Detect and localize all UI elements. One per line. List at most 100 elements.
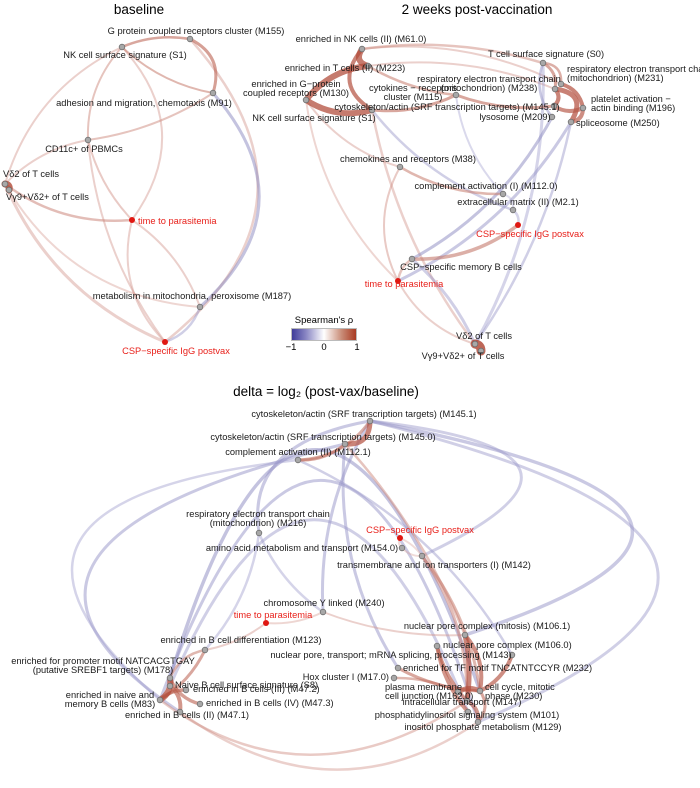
node-label: memory B cells (M83): [65, 699, 155, 709]
correlation-edge: [158, 698, 469, 756]
node-label: Hox cluster I (M17.0): [303, 672, 389, 682]
node-label: spliceosome (M250): [576, 118, 660, 128]
correlation-edge: [131, 219, 201, 308]
module-node-dot: [201, 646, 209, 654]
spearman-legend: Spearman's ρ −1 0 1: [286, 315, 362, 353]
correlation-edge: [410, 257, 477, 346]
correlation-edge: [538, 61, 554, 119]
module-node-dot: [1, 180, 9, 188]
node-label: respiratory electron transport chain: [567, 64, 700, 74]
correlation-edge: [396, 120, 573, 283]
module-node-dot: [255, 529, 263, 537]
correlation-edge: [178, 710, 480, 771]
module-node-dot: [358, 45, 366, 53]
node-label: respiratory electron transport chain: [186, 509, 330, 519]
module-node-dot: [433, 642, 441, 650]
correlation-edge: [163, 305, 202, 344]
phenotype-node-dot: [162, 339, 168, 345]
correlation-edge: [368, 419, 523, 558]
module-node-dot: [408, 255, 416, 263]
correlation-edge: [4, 183, 201, 308]
node-label: nuclear pore complex (M106.0): [443, 640, 572, 650]
node-label: Vγ9+Vδ2+ of T cells: [422, 351, 505, 361]
module-node-dot: [319, 608, 327, 616]
correlation-edge: [410, 223, 520, 261]
correlation-edge: [473, 120, 573, 346]
node-label: cell cycle, mitotic: [485, 682, 555, 692]
legend-title: Spearman's ρ: [294, 315, 354, 326]
correlation-edge: [121, 46, 214, 94]
module-node-dot: [398, 544, 406, 552]
node-label: chemokines and receptors (M38): [340, 154, 476, 164]
node-label: enriched in B cell differentiation (M123…: [160, 635, 321, 645]
node-label: cytoskeleton/actin (SRF transcription ta…: [210, 432, 435, 442]
module-node-dot: [461, 631, 469, 639]
correlation-edge: [126, 219, 166, 343]
module-node-dot: [118, 43, 126, 51]
correlation-edge: [303, 97, 375, 117]
node-label: T cell surface signature (S0): [488, 49, 604, 59]
node-label: chromosome Y linked (M240): [263, 598, 384, 608]
module-node-dot: [196, 700, 204, 708]
node-label: Naive B cell surface signature (S8): [175, 680, 318, 690]
correlation-edge: [86, 46, 123, 141]
module-node-dot: [539, 59, 547, 67]
legend-tick-pos1: 1: [354, 342, 360, 353]
module-node-dot: [476, 687, 484, 695]
node-label: phosphatidylinositol signaling system (M…: [375, 710, 559, 720]
correlation-edge: [305, 99, 401, 168]
node-label: complement activation (II) (M112.1): [225, 447, 371, 457]
node-label: phase (M230): [485, 691, 542, 701]
correlation-edge: [121, 46, 164, 221]
module-node-dot: [341, 440, 349, 448]
correlation-edge: [370, 108, 477, 346]
module-node-dot: [477, 347, 485, 355]
correlation-edge: [158, 479, 480, 724]
node-label: metabolism in mitochondria, peroxisome (…: [93, 291, 291, 301]
node-label: lysosome (M209): [479, 112, 550, 122]
node-label: NK cell surface signature (S1): [63, 50, 187, 60]
module-node-dot: [366, 417, 374, 425]
node-label: (putative SREBF1 targets) (M178): [33, 665, 174, 675]
module-node-dot: [186, 35, 194, 43]
node-label: time to parasitemia: [365, 279, 444, 289]
node-label: enriched in NK cells (II) (M61.0): [296, 34, 427, 44]
node-label: CSP−specific IgG postvax: [366, 525, 474, 535]
node-label: time to parasitemia: [138, 216, 217, 226]
panel-title-baseline: baseline: [114, 2, 164, 17]
correlation-edge: [296, 419, 372, 462]
module-node-dot: [499, 190, 507, 198]
node-label: actin binding (M196): [591, 103, 675, 113]
node-label: enriched in G−protein: [251, 79, 340, 89]
phenotype-node-dot: [395, 278, 401, 284]
module-node-dot: [176, 708, 184, 716]
node-label: (mitochondrion) (M216): [210, 518, 307, 528]
node-label: cluster (M115): [384, 92, 443, 102]
phenotype-node-dot: [397, 535, 403, 541]
node-label: NK cell surface signature (S1): [252, 113, 376, 123]
module-node-dot: [166, 682, 174, 690]
correlation-edge: [198, 91, 261, 309]
correlation-edge: [322, 611, 466, 637]
correlation-edge: [3, 182, 167, 344]
correlation-edge: [204, 622, 267, 651]
module-node-dot: [166, 674, 174, 682]
node-label: enriched in B cells (III) (M47.2): [193, 684, 320, 694]
node-label: cell junction (M162.0): [385, 691, 473, 701]
module-node-dot: [394, 664, 402, 672]
correlation-edge: [4, 46, 123, 185]
correlation-edge: [3, 182, 134, 222]
correlation-edge: [397, 280, 476, 345]
node-label: CSP−specific IgG postvax: [476, 229, 584, 239]
correlation-edge: [83, 442, 347, 714]
node-label: coupled receptors (M130): [243, 88, 349, 98]
correlation-edge: [87, 139, 133, 221]
node-label: plasma membrane: [385, 682, 462, 692]
correlation-edge: [120, 36, 192, 49]
module-node-dot: [84, 136, 92, 144]
node-label: CSP−specific memory B cells: [400, 262, 522, 272]
node-label: CSP−specific IgG postvax: [122, 346, 230, 356]
correlation-edge: [265, 611, 324, 625]
